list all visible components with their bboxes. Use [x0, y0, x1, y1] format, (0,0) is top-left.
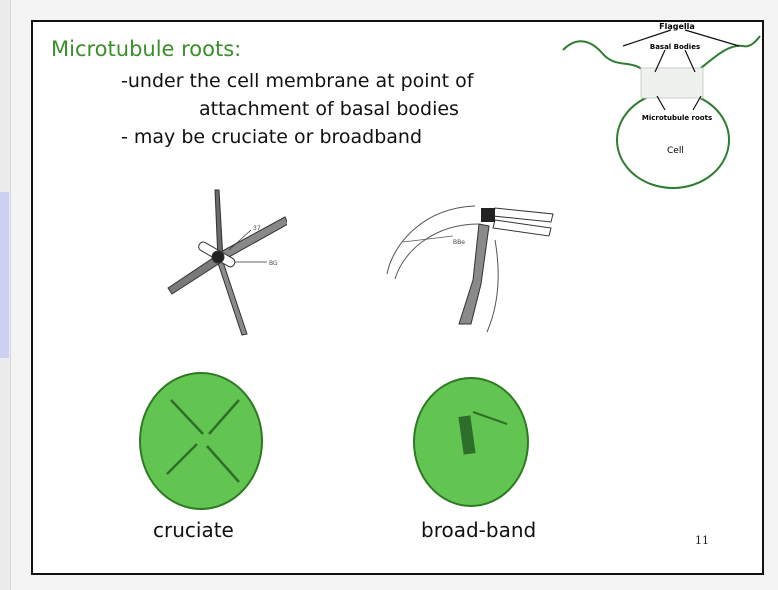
inset-label-basal-bodies: Basal Bodies	[650, 43, 700, 51]
flagella-arrow-left	[622, 29, 672, 47]
cell-outline-outer	[386, 205, 476, 275]
bullet-line-3: - may be cruciate or broadband	[121, 126, 423, 148]
broadband-cell-diagram	[413, 377, 529, 507]
roots-arrow-right	[692, 95, 702, 111]
root-rod-lower	[216, 258, 248, 336]
bullet-line-2: attachment of basal bodies	[199, 98, 459, 120]
basal-arrow-right	[684, 49, 696, 73]
cruciate-root-upper-left	[170, 399, 204, 435]
inset-label-microtubule-roots: Microtubule roots	[642, 114, 712, 122]
broadband-root-sketch: BBe	[386, 205, 554, 333]
cell-outline	[616, 91, 730, 189]
bullet-line-1: -under the cell membrane at point of	[121, 70, 474, 92]
cell-outline-right	[486, 239, 499, 333]
flagellum-base-2	[492, 219, 552, 237]
flagellum-base-1	[492, 207, 554, 223]
basal-body-core	[211, 250, 225, 264]
label-bbe: BBe	[453, 239, 465, 246]
cell-outline-inner	[394, 223, 480, 280]
cell-body	[139, 372, 263, 510]
cruciate-root-sketch: 37 BG	[167, 189, 287, 336]
slide-title: Microtubule roots:	[51, 37, 242, 61]
inset-label-cell: Cell	[667, 146, 684, 156]
root-rod-left	[167, 255, 221, 295]
roots-arrow-left	[656, 95, 666, 111]
flagellar-line	[472, 411, 508, 425]
annotation-line	[402, 235, 454, 243]
slide: Microtubule roots: -under the cell membr…	[31, 20, 764, 575]
inset-cell-diagram: Flagella Basal Bodies Microtubule roots …	[562, 22, 761, 189]
broad-band-root	[458, 223, 490, 325]
cruciate-root-lower-right	[206, 445, 240, 483]
cruciate-root-lower-left	[166, 443, 198, 475]
basal-body-sketch	[640, 67, 704, 99]
slide-number: 11	[695, 534, 709, 547]
label-bg: BG	[269, 260, 278, 267]
slide-selection-marker	[0, 192, 9, 358]
basal-body-dark	[481, 208, 495, 222]
broad-band-root-bar	[458, 415, 476, 455]
caption-cruciate: cruciate	[153, 518, 234, 542]
inset-label-flagella: Flagella	[659, 22, 695, 31]
cruciate-root-upper-right	[208, 399, 240, 435]
label-37: 37	[253, 225, 261, 232]
cruciate-cell-diagram	[139, 372, 263, 510]
label-leader-37	[228, 229, 252, 251]
flagella-arrow-right	[684, 29, 740, 47]
caption-broadband: broad-band	[421, 518, 537, 542]
basal-arrow-left	[654, 49, 666, 73]
